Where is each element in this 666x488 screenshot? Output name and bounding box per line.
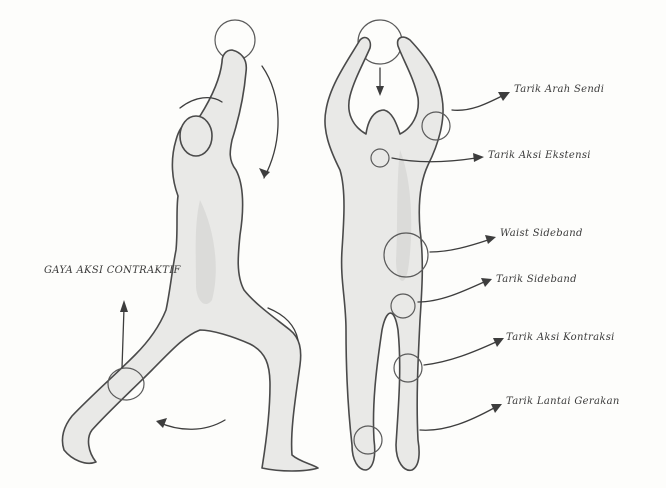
label-r6: Tarik Lantai Gerakan (506, 396, 620, 407)
label-left: GAYA AKSI CONTRAKTIF (44, 265, 182, 276)
arrowhead-icon (473, 153, 484, 162)
arrowhead-icon (120, 300, 128, 312)
head-icon (180, 116, 212, 156)
standing-figure (325, 20, 450, 470)
lunge-figure (62, 20, 318, 471)
pointer-arrow-icon (122, 308, 124, 368)
label-r5: Tarik Aksi Kontraksi (506, 332, 615, 343)
arrowhead-icon (485, 235, 496, 244)
curved-arrow-icon (158, 420, 225, 429)
label-r1: Tarik Arah Sendi (514, 84, 604, 95)
arrowhead-icon (156, 418, 167, 428)
leader-arrow-icon (424, 342, 496, 365)
label-r4: Tarik Sideband (496, 274, 577, 285)
label-r3: Waist Sideband (500, 228, 583, 239)
curved-arrow-icon (262, 66, 278, 178)
arrowhead-icon (376, 86, 384, 96)
leader-arrow-icon (430, 240, 488, 252)
leader-arrow-icon (418, 282, 484, 302)
leader-arrow-icon (452, 96, 502, 110)
label-r2: Tarik Aksi Ekstensi (488, 150, 591, 161)
leader-arrow-icon (420, 408, 494, 430)
